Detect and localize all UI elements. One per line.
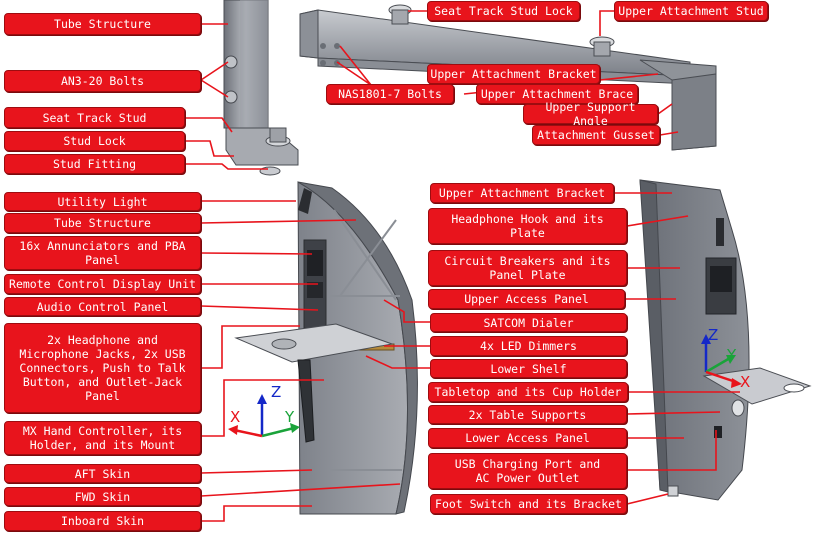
leader-lines: [185, 10, 740, 522]
label-foot-switch: Foot Switch and its Bracket: [430, 494, 627, 514]
label-stud-fitting: Stud Fitting: [4, 154, 185, 174]
tube-stud-assembly: [223, 0, 299, 176]
label-satcom-dialer: SATCOM Dialer: [430, 313, 627, 332]
label-lower-shelf: Lower Shelf: [430, 359, 627, 378]
label-annunciators: 16x Annunciators and PBA Panel: [4, 236, 201, 270]
label-table-supports: 2x Table Supports: [428, 405, 627, 424]
axis-z-right: Z: [708, 326, 719, 344]
label-mx-hand-controller: MX Hand Controller, its Holder, and its …: [4, 421, 201, 455]
axis-x-right: X: [740, 373, 751, 391]
label-an3-bolts: AN3-20 Bolts: [4, 70, 201, 92]
label-upper-attachment-brace: Upper Attachment Brace: [476, 84, 638, 104]
label-tube-structure-top: Tube Structure: [4, 13, 201, 35]
axis-triad-right: [701, 334, 742, 388]
axis-y-left: Y: [285, 408, 295, 426]
label-audio-control-panel: Audio Control Panel: [4, 297, 201, 316]
label-circuit-breakers: Circuit Breakers and its Panel Plate: [428, 250, 627, 286]
label-upper-attachment-stud: Upper Attachment Stud: [614, 1, 768, 21]
monument-left-view: [234, 181, 418, 515]
label-headphone-jacks: 2x Headphone and Microphone Jacks, 2x US…: [4, 323, 201, 413]
label-led-dimmers: 4x LED Dimmers: [430, 336, 627, 356]
label-lower-access-panel: Lower Access Panel: [428, 428, 627, 448]
label-seat-track-stud: Seat Track Stud: [4, 107, 185, 128]
label-fwd-skin: FWD Skin: [4, 487, 201, 506]
label-upper-access-panel: Upper Access Panel: [428, 289, 625, 309]
label-nas-bolts: NAS1801-7 Bolts: [326, 84, 454, 104]
monument-right-view: [639, 179, 812, 501]
label-usb-charging: USB Charging Port and AC Power Outlet: [428, 453, 627, 489]
label-utility-light: Utility Light: [4, 192, 201, 211]
label-tube-structure: Tube Structure: [4, 213, 201, 233]
label-remote-control-display: Remote Control Display Unit: [4, 274, 201, 294]
label-upper-attachment-bracket: Upper Attachment Bracket: [430, 183, 614, 203]
label-stud-lock: Stud Lock: [4, 131, 185, 151]
label-upper-attachment-bracket-top: Upper Attachment Bracket: [427, 64, 600, 84]
label-tabletop: Tabletop and its Cup Holder: [428, 382, 628, 402]
label-seat-track-stud-lock: Seat Track Stud Lock: [427, 1, 580, 21]
label-inboard-skin: Inboard Skin: [4, 511, 201, 531]
label-attachment-gusset: Attachment Gusset: [532, 125, 660, 145]
label-aft-skin: AFT Skin: [4, 464, 201, 483]
axis-y-right: Y: [727, 346, 737, 364]
axis-x-left: X: [230, 408, 241, 426]
label-headphone-hook: Headphone Hook and its Plate: [428, 208, 627, 244]
label-upper-support-angle: Upper Support Angle: [523, 100, 658, 128]
axis-triad-left: [228, 394, 300, 438]
axis-z-left: Z: [271, 383, 282, 401]
